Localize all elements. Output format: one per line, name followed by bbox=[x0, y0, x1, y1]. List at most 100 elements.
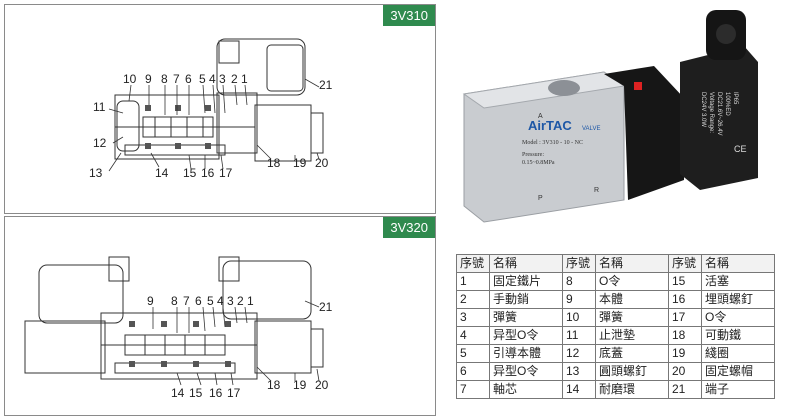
coil-cap bbox=[266, 44, 304, 92]
header-cell: 序號 bbox=[668, 254, 702, 273]
table-row: 2 手動銷 9 本體 16 埋頭螺釘 bbox=[456, 290, 775, 309]
table-cell: 13 bbox=[562, 362, 596, 381]
brand-logo: AirTAC bbox=[528, 118, 572, 133]
callout-label: 17 bbox=[227, 386, 241, 400]
table-cell: 手動銷 bbox=[489, 290, 563, 309]
callout-label: 21 bbox=[319, 300, 333, 314]
drawing-3v310-panel: 3V310 bbox=[4, 4, 436, 214]
callout-label: 20 bbox=[315, 156, 329, 170]
callout-label: 7 bbox=[173, 72, 180, 86]
model-tag-3v320: 3V320 bbox=[383, 217, 435, 238]
callout-label: 5 bbox=[207, 294, 214, 308]
callout-label: 12 bbox=[93, 136, 107, 150]
left-coil-head bbox=[38, 264, 124, 324]
table-cell: 8 bbox=[562, 272, 596, 291]
table-cell: 6 bbox=[456, 362, 490, 381]
coil-nut bbox=[310, 112, 324, 154]
table-cell: 埋頭螺釘 bbox=[701, 290, 775, 309]
callout-label: 21 bbox=[319, 78, 333, 92]
header-cell: 序號 bbox=[456, 254, 490, 273]
callout-label: 3 bbox=[219, 72, 226, 86]
callout-label: 13 bbox=[89, 166, 103, 180]
left-coil-connector bbox=[108, 256, 130, 282]
callout-label: 6 bbox=[185, 72, 192, 86]
table-cell: 彈簧 bbox=[489, 308, 563, 327]
table-cell: 异型O令 bbox=[489, 326, 563, 345]
spool bbox=[124, 334, 226, 356]
callout-label: 16 bbox=[209, 386, 223, 400]
right-coil-head bbox=[222, 260, 312, 320]
manual-override-button bbox=[634, 82, 642, 90]
port-a-hole bbox=[548, 80, 580, 96]
table-cell: 4 bbox=[456, 326, 490, 345]
table-cell: 固定鐵片 bbox=[489, 272, 563, 291]
header-cell: 名稱 bbox=[701, 254, 775, 273]
right-coil-nut bbox=[310, 328, 324, 368]
header-cell: 序號 bbox=[562, 254, 596, 273]
pilot-body bbox=[216, 92, 258, 154]
table-cell: 12 bbox=[562, 344, 596, 363]
table-header-row: 序號 名稱 序號 名稱 序號 名稱 bbox=[456, 254, 775, 273]
callout-label: 7 bbox=[183, 294, 190, 308]
pressure-label: Pressure: bbox=[522, 152, 544, 158]
callout-label: 18 bbox=[267, 378, 281, 392]
port-r-label: R bbox=[594, 187, 599, 194]
coil-housing bbox=[254, 104, 312, 162]
coil-spec-line: DC21.6V~26.4V bbox=[716, 92, 722, 136]
table-cell: 10 bbox=[562, 308, 596, 327]
parts-list-table: 序號 名稱 序號 名稱 序號 名稱 1 固定鐵片 8 O令 15 活塞 2 手動… bbox=[456, 254, 775, 399]
table-row: 7 軸芯 14 耐磨環 21 端子 bbox=[456, 380, 775, 399]
callout-label: 19 bbox=[293, 156, 307, 170]
table-cell: 19 bbox=[668, 344, 702, 363]
callout-label: 14 bbox=[155, 166, 169, 180]
table-row: 6 异型O令 13 圓頭螺釘 20 固定螺帽 bbox=[456, 362, 775, 381]
coil-head bbox=[216, 38, 306, 96]
callout-label: 10 bbox=[123, 72, 137, 86]
model-tag-3v310: 3V310 bbox=[383, 5, 435, 26]
right-coil-connector bbox=[218, 256, 240, 282]
callout-label: 4 bbox=[217, 294, 224, 308]
coil-spec-line: DC24V 3.0W bbox=[700, 92, 706, 127]
port-a-label: A bbox=[538, 113, 543, 120]
callout-label: 2 bbox=[231, 72, 238, 86]
table-cell: 3 bbox=[456, 308, 490, 327]
coil-connector bbox=[218, 40, 240, 64]
table-cell: 20 bbox=[668, 362, 702, 381]
pressure-value: 0.15~0.8MPa bbox=[522, 160, 555, 166]
table-row: 5 引導本體 12 底蓋 19 綫圈 bbox=[456, 344, 775, 363]
callout-label: 3 bbox=[227, 294, 234, 308]
drawing-3v320: 9 8 7 6 5 4 3 2 1 21 14 15 16 17 18 19 2… bbox=[24, 256, 333, 400]
pilot-head bbox=[604, 66, 684, 200]
header-cell: 名稱 bbox=[595, 254, 669, 273]
table-cell: 底蓋 bbox=[595, 344, 669, 363]
table-cell: 綫圈 bbox=[701, 344, 775, 363]
coil-block bbox=[680, 46, 758, 190]
ce-mark: CE bbox=[734, 144, 747, 154]
table-cell: 引導本體 bbox=[489, 344, 563, 363]
table-cell: 固定螺帽 bbox=[701, 362, 775, 381]
table-cell: 7 bbox=[456, 380, 490, 399]
port-p-label: P bbox=[538, 195, 543, 202]
table-cell: 彈簧 bbox=[595, 308, 669, 327]
table-cell: O令 bbox=[595, 272, 669, 291]
drawing-3v310: 10 9 8 7 6 5 4 3 2 1 21 11 12 13 14 15 1… bbox=[89, 38, 333, 180]
table-cell: 止泄墊 bbox=[595, 326, 669, 345]
model-text: Model : 3V310 - 10 - NC bbox=[522, 140, 583, 146]
callout-label: 6 bbox=[195, 294, 202, 308]
table-cell: 14 bbox=[562, 380, 596, 399]
valve-body bbox=[100, 312, 258, 380]
coil-spec-line: 100%ED bbox=[724, 92, 730, 116]
header-cell: 名稱 bbox=[489, 254, 563, 273]
left-coil-housing bbox=[24, 320, 106, 374]
callout-label: 4 bbox=[209, 72, 216, 86]
valve-product-image: AirTAC VALVE Model : 3V310 - 10 - NC Pre… bbox=[444, 2, 790, 240]
table-row: 1 固定鐵片 8 O令 15 活塞 bbox=[456, 272, 775, 291]
table-cell: 5 bbox=[456, 344, 490, 363]
callout-label: 15 bbox=[183, 166, 197, 180]
table-cell: 可動鐵 bbox=[701, 326, 775, 345]
right-coil-housing bbox=[254, 320, 312, 374]
drawing-3v320-panel: 3V320 bbox=[4, 216, 436, 416]
table-cell: 端子 bbox=[701, 380, 775, 399]
table-cell: 17 bbox=[668, 308, 702, 327]
table-cell: 圓頭螺釘 bbox=[595, 362, 669, 381]
